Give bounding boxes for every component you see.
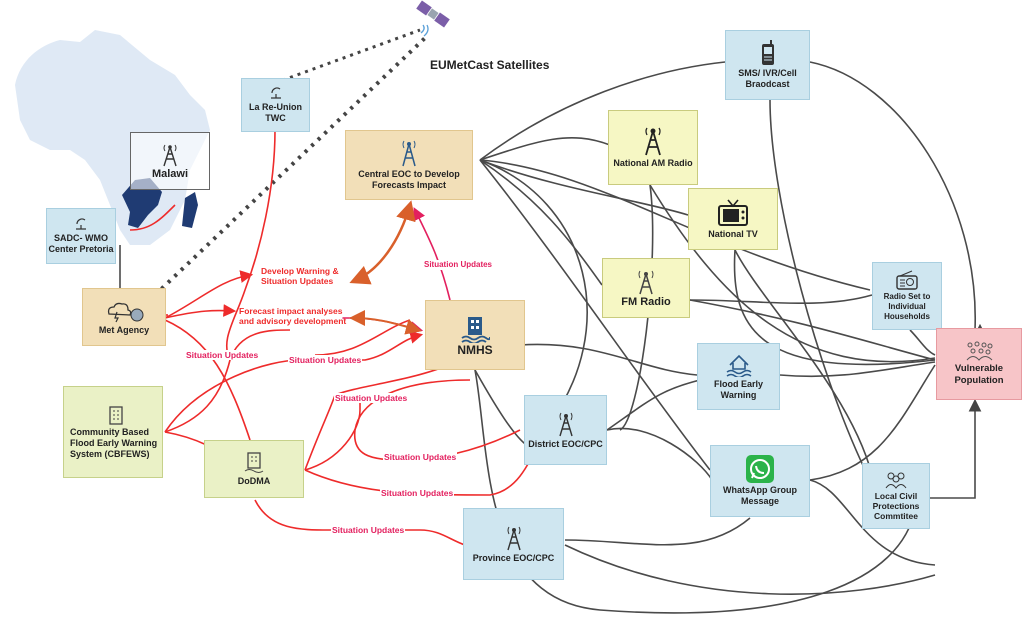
local-civil-label: Local Civil Protections Commtitee [872,491,920,521]
la-reunion-node: La Re-Union TWC [241,78,310,132]
nmhs-node: NMHS [425,300,525,370]
national-am-label: National AM Radio [613,158,693,168]
whatsapp-label: WhatsApp Group Message [723,485,797,506]
central-eoc-node: Central EOC to Develop Forecasts Impact [345,130,473,200]
local-civil-node: Local Civil Protections Commtitee [862,463,930,529]
flood-ew-label: Flood Early Warning [713,378,763,400]
radio-tower-icon [645,127,661,156]
whatsapp-icon [746,455,774,483]
forecast-impact-text: Forecast impact analyses and advisory de… [239,306,347,326]
cbfews-label: Community Based Flood Early Warning Syst… [70,426,158,459]
radio-icon [896,270,918,290]
flood-ew-node: Flood Early Warning [697,343,780,410]
weather-dish-icon [107,302,144,322]
situation-updates-label-7: Situation Updates [331,525,406,535]
develop-warning-label: Develop Warning & Situation Updates [260,266,352,286]
situation-updates-label-6: Situation Updates [380,488,455,498]
building-icon [109,405,123,425]
fm-radio-label: FM Radio [621,295,671,308]
radio-tower-icon [163,144,177,166]
building-flood-icon [244,451,264,473]
cbfews-node: Community Based Flood Early Warning Syst… [63,386,163,478]
radio-tower-icon [558,412,573,436]
building-flood-icon [461,316,490,343]
malawi-box: Malawi [130,132,210,190]
develop-warning-text: Develop Warning & Situation Updates [261,266,339,286]
radio-tower-icon [638,270,654,294]
province-node: Province EOC/CPC [463,508,564,580]
people-group-icon [885,472,907,489]
district-label: District EOC/CPC [528,438,603,449]
malawi-label: Malawi [151,167,189,180]
situation-updates-label-2: Situation Updates [185,350,260,360]
crowd-icon [966,341,993,361]
whatsapp-node: WhatsApp Group Message [710,445,810,517]
district-node: District EOC/CPC [524,395,607,465]
national-tv-node: National TV [688,188,778,250]
radio-set-label: Radio Set to Individual Households [883,292,931,321]
province-label: Province EOC/CPC [472,552,555,563]
house-flood-icon [726,354,751,377]
fm-radio-node: FM Radio [602,258,690,318]
satellite-dish-icon [76,218,86,230]
national-am-node: National AM Radio [608,110,698,185]
dodma-label: DoDMA [237,475,271,486]
situation-updates-label-3: Situation Updates [288,355,363,365]
situation-updates-label-4: Situation Updates [334,393,409,403]
sms-node: SMS/ IVR/Cell Braodcast [725,30,810,100]
vulnerable-label: Vulnerable Population [954,363,1004,386]
malawi-map [122,178,162,228]
situation-updates-label-1: Situation Updates [423,260,494,270]
cell-phone-icon [761,40,774,65]
forecast-impact-label: Forecast impact analyses and advisory de… [238,306,352,326]
vulnerable-node: Vulnerable Population [936,328,1022,400]
radio-set-node: Radio Set to Individual Households [872,262,942,330]
madagascar-map [182,192,198,228]
radio-tower-icon [506,526,521,550]
central-eoc-label: Central EOC to Develop Forecasts Impact [358,169,460,190]
nmhs-label: NMHS [457,342,493,357]
television-icon [718,198,748,226]
met-agency-node: Met Agency [82,288,166,346]
satellite-dish-icon [270,87,281,99]
satellites-label: EUMetCast Satellites [430,58,550,72]
sms-label: SMS/ IVR/Cell Braodcast [738,68,797,89]
met-agency-label: Met Agency [98,324,150,335]
situation-updates-label-5: Situation Updates [383,452,458,462]
sadc-node: SADC- WMO Center Pretoria [46,208,116,264]
dodma-node: DoDMA [204,440,304,498]
sadc-label: SADC- WMO Center Pretoria [48,233,114,254]
satellite-icon [416,0,450,37]
radio-tower-icon [402,140,416,167]
la-reunion-label: La Re-Union TWC [249,102,302,123]
national-tv-label: National TV [708,228,758,239]
